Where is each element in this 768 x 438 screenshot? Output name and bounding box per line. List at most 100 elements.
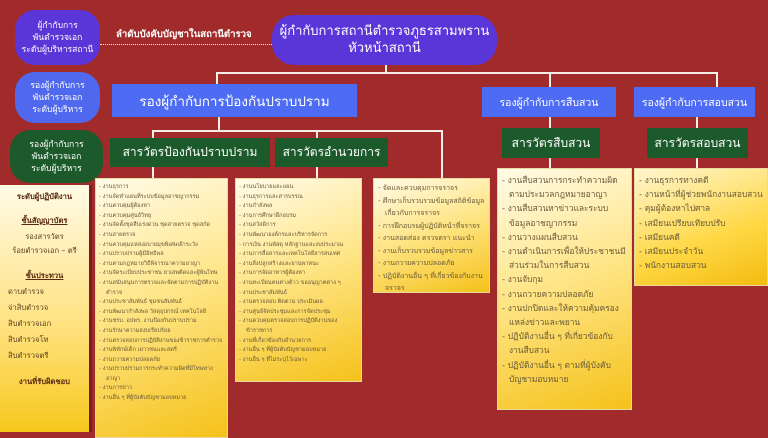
prevention-duties-box: งานธุรการงานจัดทำแผนที่ระบบข้อมูลอาชญากร… [95, 178, 228, 438]
legend-inspector-executive: รองผู้กำกับการ พันตำรวจเอก ระดับผู้บริหา… [10, 130, 103, 183]
duty-item: งานถวายความปลอดภัย [502, 287, 627, 301]
duty-item: งานถวายความปลอดภัย [378, 257, 485, 270]
legend-text: รองผู้กำกับการ [30, 80, 85, 91]
duty-item: งานรักษาความสงบเรียบร้อย [99, 327, 224, 337]
duty-item: งานอื่น ๆ ที่ผู้บังคับบัญชามอบหมาย [239, 346, 358, 356]
duty-item: งานจัดทำแผนที่ระบบข้อมูลอาชญากรรม [99, 193, 224, 203]
rank-item: สิบตำรวจโท [8, 335, 49, 344]
deputy-inquiry-box: รองผู้กำกับการสอบสวน [634, 87, 755, 117]
duty-item: งานพัฒนาองค์กรและบริหารจัดการ [239, 231, 358, 241]
operator-level-panel: ระดับผู้ปฏิบัติงาน ชั้นสัญญาบัตร รองสารว… [0, 185, 92, 432]
duty-item: งานสวัสดิการ [239, 221, 358, 231]
chain-dotted-line [100, 44, 272, 45]
duty-item: งานชรบ. อปพร. งานป้องกันปราบปราม [99, 317, 224, 327]
inspector-prevention-box: สารวัตรป้องกันปราบปราม [110, 138, 270, 167]
duty-item: งานวางแผนสืบสวน [502, 230, 627, 244]
duty-item: งานปราบปรามการกระทำความผิดที่มีโทษทางอาญ… [99, 365, 224, 384]
legend-text: รองผู้กำกับการ [29, 139, 84, 150]
duty-item: การเงิน งานพัสดุ หลักฐานและงบประมาณ [239, 241, 358, 251]
station-chief-subtitle: หัวหน้าสถานี [348, 41, 421, 56]
legend-text: ผู้กำกับการ [37, 20, 78, 31]
duty-item: งานการข่าว [99, 384, 224, 394]
duty-item: งานปกปิดและให้ความคุ้มครองแหล่งข่าวและพย… [502, 301, 627, 329]
connector [152, 130, 154, 138]
duty-item: งานควบคุมผู้ต้องหา [99, 202, 224, 212]
duty-item: งานสืบสวนการกระทำความผิดตามประมวลกฎหมายอ… [502, 173, 627, 201]
inspector-investigation-box: สารวัตรสืบสวน [502, 128, 600, 158]
duty-item: งานสอดส่อง ตรวจตรา แนะนำ [378, 232, 485, 245]
duty-item: งานจัดตั้งชุดสืบเร่งด่วน ชุดสายตรวจ ชุดส… [99, 221, 224, 231]
duty-item: งานประชาสัมพันธ์ ชุมชนสัมพันธ์ [99, 298, 224, 308]
duty-item: การฝึกอบรมผู้ปฏิบัติหน้าที่จราจร [378, 220, 485, 233]
admin-duties-box: งานนโยบายและแผนงานธุรการและสารบรรณงานกำล… [235, 178, 362, 382]
duty-item: งานหน้าที่ผู้ช่วยพนักงานสอบสวน [639, 187, 763, 201]
duty-item: งานการศึกษาฝึกอบรม [239, 212, 358, 222]
duty-item: ปฏิบัติงานอื่น ๆ ที่เกี่ยวข้องกับงานจราจ… [378, 270, 485, 293]
rank-item: ร้อยตำรวจเอก – ตรี [12, 246, 77, 255]
duty-item: เสมียนคดี [639, 230, 763, 244]
deputy-investigation-box: รองผู้กำกับการสืบสวน [482, 87, 616, 117]
duty-item: งานธุรการ [99, 183, 224, 193]
noncom-heading: ชั้นประทวน [25, 271, 64, 280]
connector [316, 167, 318, 178]
duty-item: งานควบคุมศูนย์วิทยุ [99, 212, 224, 222]
duty-item: งานควบคุมตรวจสอบการปฏิบัติงานของข้าราชกา… [239, 317, 358, 336]
duty-item: งานควบคุมแหล่งอบายมุขพิเศษเฝ้าระวัง [99, 241, 224, 251]
duty-item: งานตรวจสอบ ติดตาม ประเมินผล [239, 298, 358, 308]
duty-item: งานธุรการทางคดี [639, 173, 763, 187]
connector [549, 158, 551, 168]
rank-item: สิบตำรวจเอก [8, 319, 52, 328]
rank-item: สิบตำรวจตรี [8, 351, 49, 360]
duty-item: งานถวายความปลอดภัย [99, 356, 224, 366]
legend-text: พันตำรวจเอก [32, 32, 83, 43]
rank-item: ดาบตำรวจ [8, 287, 45, 296]
duty-item: ปฏิบัติงานอื่น ๆ ตามที่ผู้บังคับบัญชามอบ… [502, 358, 627, 386]
duty-item: จัดและควบคุมการจราจร [378, 182, 485, 195]
commissioned-heading: ชั้นสัญญาบัตร [21, 216, 68, 225]
station-chief-title: ผู้กำกับการสถานีตำรวจภูธรสามพราน [279, 24, 490, 39]
duty-item: งานเก็บรวบรวมข้อมูลข่าวสาร [378, 245, 485, 258]
connector [549, 72, 551, 87]
inspector-admin-box: สารวัตรอำนวยการ [275, 138, 388, 167]
duty-item: ปฏิบัติงานอื่น ๆ ที่เกี่ยวข้องกับงานสืบส… [502, 329, 627, 357]
inspector-inquiry-box: สารวัตรสอบสวน [647, 128, 748, 158]
duty-item: งานทะเบียนคนต่างด้าว ขออนุญาตต่าง ๆ [239, 279, 358, 289]
legend-station-executive: ผู้กำกับการ พันตำรวจเอก ระดับผู้บริหารสถ… [15, 10, 100, 65]
duty-item: งานสิ่งปลูกสร้างและยานพาหนะ [239, 260, 358, 270]
connector [152, 130, 443, 132]
deputy-prevention-box: รองผู้กำกับการป้องกันปราบปราม [112, 84, 357, 117]
investigation-duties-box: งานสืบสวนการกระทำความผิดตามประมวลกฎหมายอ… [497, 168, 632, 410]
legend-text: ระดับผู้บริหารสถานี [21, 44, 94, 55]
legend-text: พันตำรวจเอก [31, 151, 82, 162]
duty-item: งานจัดระเบียบประชาชน ยาเสพติดและผู้พ้นโท… [99, 269, 224, 279]
duty-item: งานจับกุม [502, 272, 627, 286]
connector [218, 117, 220, 131]
connector [549, 117, 551, 128]
duties-heading: งานที่รับผิดชอบ [19, 377, 70, 386]
duty-item: งานดำเนินการเพื่อให้ประชาชนมีส่วนร่วมในก… [502, 244, 627, 272]
duty-item: งานที่เกี่ยวข้องกับอำนวยการ [239, 337, 358, 347]
rank-item: รองสารวัตร [25, 232, 64, 241]
station-chief-box: ผู้กำกับการสถานีตำรวจภูธรสามพราน หัวหน้า… [272, 15, 497, 65]
traffic-duties-box: จัดและควบคุมการจราจรศึกษาเก็บรวบรวมข้อมู… [373, 178, 490, 293]
legend-deputy-executive: รองผู้กำกับการ พันตำรวจเอก ระดับผู้บริหา… [15, 72, 100, 123]
duty-item: งานการจัดอาหารผู้ต้องหา [239, 269, 358, 279]
connector [441, 130, 443, 178]
duty-item: งานอื่น ๆ ที่ไม่ระบุไว้เฉพาะ [239, 356, 358, 366]
inquiry-duties-box: งานธุรการทางคดีงานหน้าที่ผู้ช่วยพนักงานส… [634, 168, 768, 286]
duty-item: พนักงานสอบสวน [639, 258, 763, 272]
chain-of-command-label: ลำดับบังคับบัญชาในสถานีตำรวจ [116, 29, 252, 40]
duty-item: งานการสื่อสารและเทคโนโลยีสารสนเทศ [239, 250, 358, 260]
duty-item: งานศูนย์จัดประชุมและการจัดประชุม [239, 308, 358, 318]
legend-text: พันตำรวจเอก [32, 92, 83, 103]
connector [696, 158, 698, 168]
duty-item: งานประชาสัมพันธ์ [239, 289, 358, 299]
connector [385, 65, 387, 73]
connector [216, 72, 718, 74]
duty-item: เสมียนเปรียบเทียบปรับ [639, 216, 763, 230]
duty-item: งานธุรการและสารบรรณ [239, 193, 358, 203]
rank-item: จ่าสิบตำรวจ [8, 303, 49, 312]
duty-item: งานตามกฎหมายวิธีพิจารณาความอาญา [99, 260, 224, 270]
duty-item: งานพัฒนากำลังพล วัสดุอุปกรณ์ เทคโนโลยี [99, 308, 224, 318]
duty-item: งานสืบสวนหาข่าวและระบบข้อมูลอาชญากรรม [502, 201, 627, 229]
